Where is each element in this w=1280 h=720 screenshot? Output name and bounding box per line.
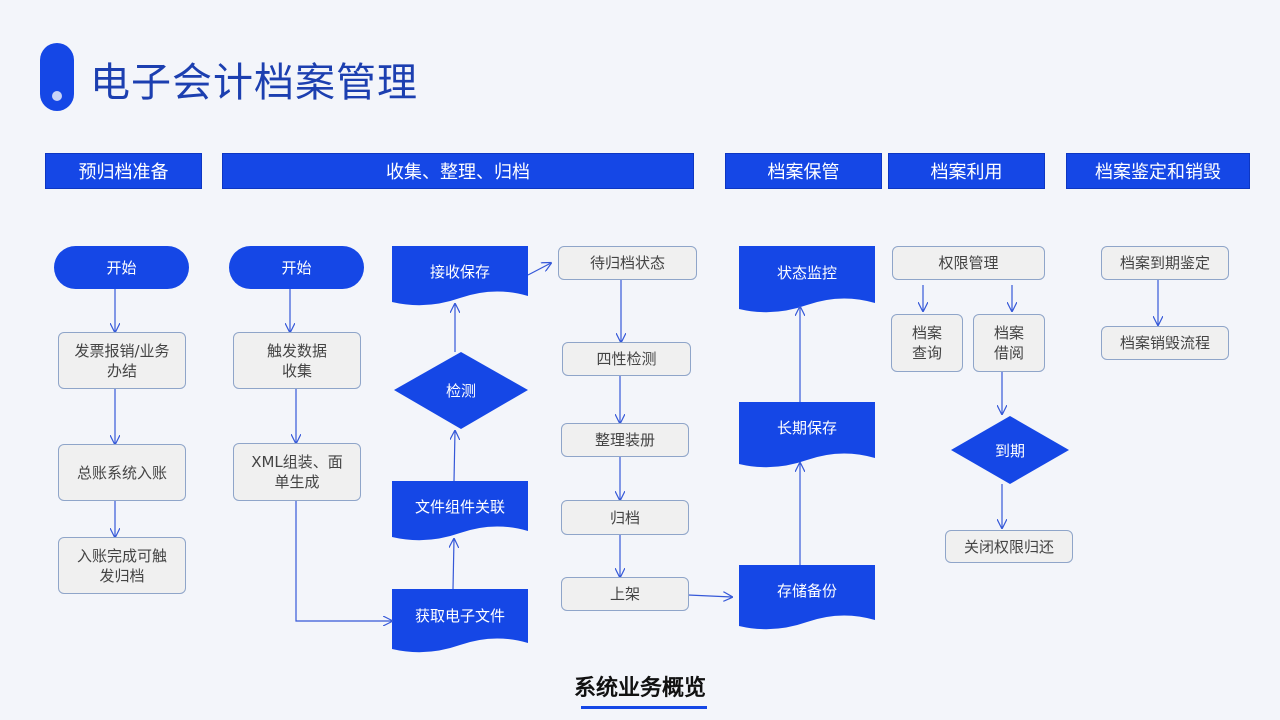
- node-pending-archive: 待归档状态: [558, 246, 697, 280]
- doc-shape-receive: [392, 246, 528, 306]
- node-xml-assembly: XML组装、面 单生成: [233, 443, 361, 501]
- node-close-permission: 关闭权限归还: [945, 530, 1073, 563]
- doc-shape-backup: [739, 565, 875, 630]
- footer-underline: [581, 706, 707, 709]
- node-invoice-reimbursement: 发票报销/业务 办结: [58, 332, 186, 389]
- title-accent-dot: [52, 91, 62, 101]
- doc-shape-monitor: [739, 246, 875, 313]
- node-archive-borrow: 档案 借阅: [973, 314, 1045, 372]
- node-archive-query: 档案 查询: [891, 314, 963, 372]
- footer-caption: 系统业务概览: [573, 676, 706, 701]
- node-trigger-collection: 触发数据 收集: [233, 332, 361, 389]
- phase-header-storage: 档案保管: [725, 153, 882, 189]
- node-four-property-check: 四性检测: [562, 342, 691, 376]
- start-node-collect: 开始: [229, 246, 364, 289]
- page-title: 电子会计档案管理: [90, 60, 418, 106]
- node-destroy-process: 档案销毁流程: [1101, 326, 1229, 360]
- node-expiry-appraisal: 档案到期鉴定: [1101, 246, 1229, 280]
- diamond-detect: [394, 352, 528, 429]
- node-shelve: 上架: [561, 577, 689, 611]
- doc-shape-fetch: [392, 589, 528, 653]
- start-node-prearchive: 开始: [54, 246, 189, 289]
- diamond-expire: [951, 416, 1069, 484]
- node-archive: 归档: [561, 500, 689, 535]
- phase-header-usage: 档案利用: [888, 153, 1045, 189]
- phase-header-appraisal: 档案鉴定和销毁: [1066, 153, 1250, 189]
- title-accent-pill: [40, 43, 74, 111]
- doc-shape-link: [392, 481, 528, 541]
- node-organize-bind: 整理装册: [561, 423, 689, 457]
- phase-header-prearchive: 预归档准备: [45, 153, 202, 189]
- node-trigger-archive: 入账完成可触 发归档: [58, 537, 186, 594]
- node-permission-management: 权限管理: [892, 246, 1045, 280]
- doc-shape-longterm: [739, 402, 875, 468]
- phase-header-collect: 收集、整理、归档: [222, 153, 694, 189]
- node-ledger-entry: 总账系统入账: [58, 444, 186, 501]
